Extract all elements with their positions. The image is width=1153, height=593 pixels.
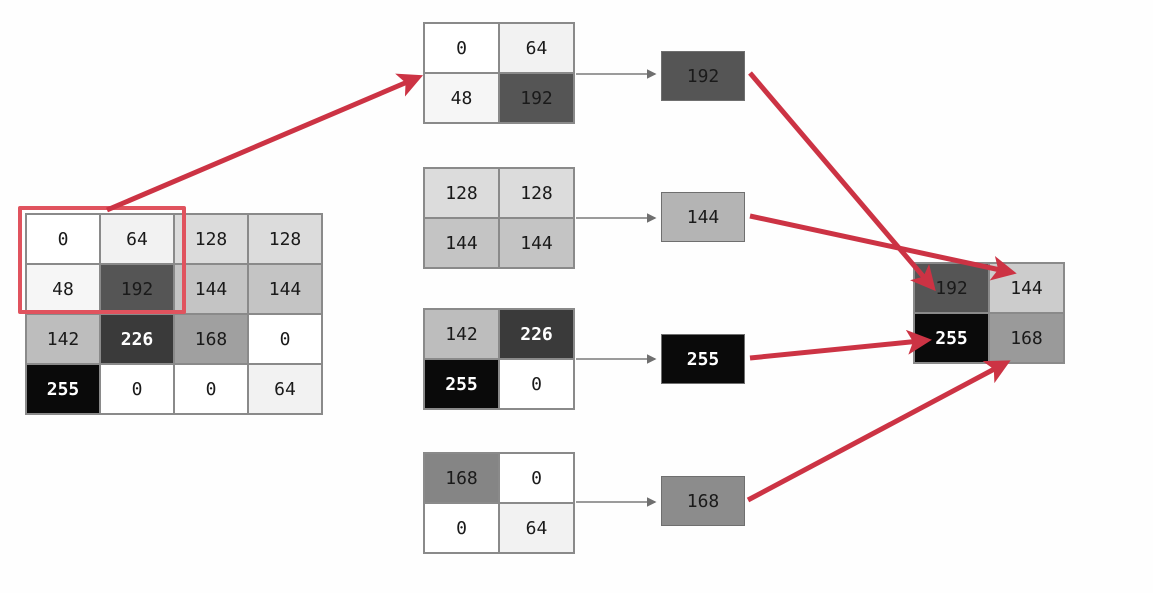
source-cell-r0c2: 128 (174, 214, 248, 264)
patch3-cell-r1c0: 255 (424, 359, 499, 409)
input-feature-map: 0 64 128 128 48 192 144 144 142 226 168 … (25, 213, 323, 415)
source-cell-r0c3: 128 (248, 214, 322, 264)
patch2-cell-r1c0: 144 (424, 218, 499, 268)
output-cell-r1c0: 255 (914, 313, 989, 363)
output-cell-r0c1: 144 (989, 263, 1064, 313)
patch1-cell-r1c0: 48 (424, 73, 499, 123)
source-cell-r3c3: 64 (248, 364, 322, 414)
source-cell-r0c0: 0 (26, 214, 100, 264)
source-cell-r2c1: 226 (100, 314, 174, 364)
source-cell-r3c0: 255 (26, 364, 100, 414)
patch-window-1: 0 64 48 192 (423, 22, 575, 124)
source-cell-r3c2: 0 (174, 364, 248, 414)
patch1-cell-r0c0: 0 (424, 23, 499, 73)
patch1-cell-r0c1: 64 (499, 23, 574, 73)
source-cell-r2c0: 142 (26, 314, 100, 364)
output-cell-r1c1: 168 (989, 313, 1064, 363)
source-cell-r0c1: 64 (100, 214, 174, 264)
patch3-cell-r0c0: 142 (424, 309, 499, 359)
patch2-cell-r1c1: 144 (499, 218, 574, 268)
source-cell-r1c1: 192 (100, 264, 174, 314)
source-cell-r1c3: 144 (248, 264, 322, 314)
patch3-cell-r1c1: 0 (499, 359, 574, 409)
patch4-cell-r0c0: 168 (424, 453, 499, 503)
patch4-cell-r1c1: 64 (499, 503, 574, 553)
pooled-output: 192 144 255 168 (913, 262, 1065, 364)
patch1-cell-r1c1: 192 (499, 73, 574, 123)
patch-window-3: 142 226 255 0 (423, 308, 575, 410)
output-cell-r0c0: 192 (914, 263, 989, 313)
patch-window-2: 128 128 144 144 (423, 167, 575, 269)
arrow-max1-to-output-192 (748, 71, 936, 292)
arrow-source-to-patch1 (106, 73, 424, 213)
source-cell-r1c2: 144 (174, 264, 248, 314)
source-cell-r2c2: 168 (174, 314, 248, 364)
max-value-box-3: 255 (661, 334, 745, 384)
source-cell-r1c0: 48 (26, 264, 100, 314)
source-cell-r3c1: 0 (100, 364, 174, 414)
patch4-cell-r0c1: 0 (499, 453, 574, 503)
patch3-cell-r0c1: 226 (499, 309, 574, 359)
patch2-cell-r0c0: 128 (424, 168, 499, 218)
patch2-cell-r0c1: 128 (499, 168, 574, 218)
max-value-box-4: 168 (661, 476, 745, 526)
max-value-box-1: 192 (661, 51, 745, 101)
source-cell-r2c3: 0 (248, 314, 322, 364)
arrow-max4-to-output-168 (746, 360, 1011, 503)
patch4-cell-r1c0: 0 (424, 503, 499, 553)
arrow-max3-to-output-255 (749, 329, 932, 361)
patch-window-4: 168 0 0 64 (423, 452, 575, 554)
max-value-box-2: 144 (661, 192, 745, 242)
